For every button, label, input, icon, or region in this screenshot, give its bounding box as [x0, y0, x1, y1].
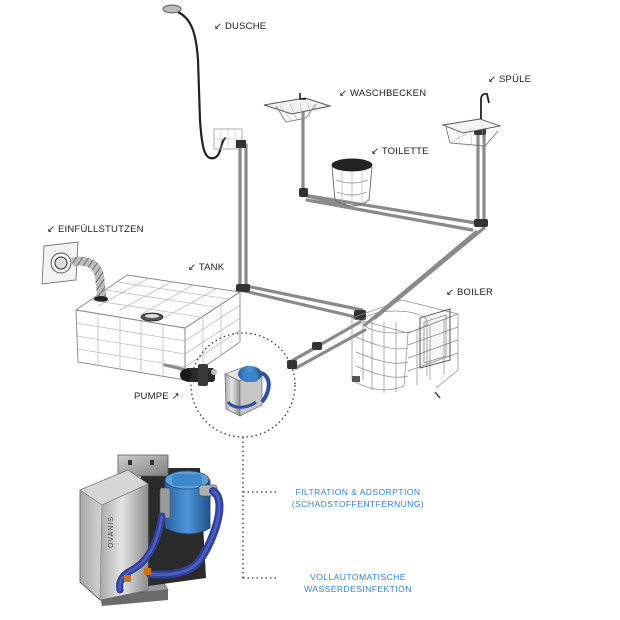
filter-unit-small	[223, 365, 271, 417]
callout-filtration-line2: (SCHADSTOFFENTFERNUNG)	[291, 499, 425, 509]
device-detail-image	[79, 454, 224, 606]
boiler	[350, 299, 460, 399]
pump	[180, 364, 217, 386]
washbasin	[263, 93, 332, 123]
shower	[162, 4, 246, 160]
label-boiler: ↙ BOILER	[446, 287, 494, 298]
kitchen-sink	[441, 92, 502, 147]
label-einfuellstutzen: ↙ EINFÜLLSTUTZEN	[47, 224, 144, 235]
callout-leaders	[242, 437, 276, 579]
callout-desinfektion-line1: VOLLAUTOMATISCHE	[310, 572, 406, 582]
device-brand-text: OVANIS	[108, 516, 115, 548]
label-waschbecken: ↙ WASCHBECKEN	[339, 88, 427, 99]
callout-filtration-line1: FILTRATION & ADSORPTION	[295, 487, 421, 497]
callout-desinfektion: VOLLAUTOMATISCHE WASSERDESINFEKTION	[283, 571, 433, 595]
label-toilette: ↙ TOILETTE	[371, 146, 429, 157]
callout-desinfektion-line2: WASSERDESINFEKTION	[304, 584, 412, 594]
label-tank: ↙ TANK	[188, 262, 225, 273]
callout-filtration: FILTRATION & ADSORPTION (SCHADSTOFFENTFE…	[283, 486, 433, 510]
label-spuele: ↙ SPÜLE	[488, 74, 532, 85]
toilet	[331, 158, 373, 209]
label-dusche: ↙ DUSCHE	[214, 21, 267, 32]
filler-neck	[41, 241, 108, 302]
label-pumpe: PUMPE ↗	[134, 391, 180, 402]
